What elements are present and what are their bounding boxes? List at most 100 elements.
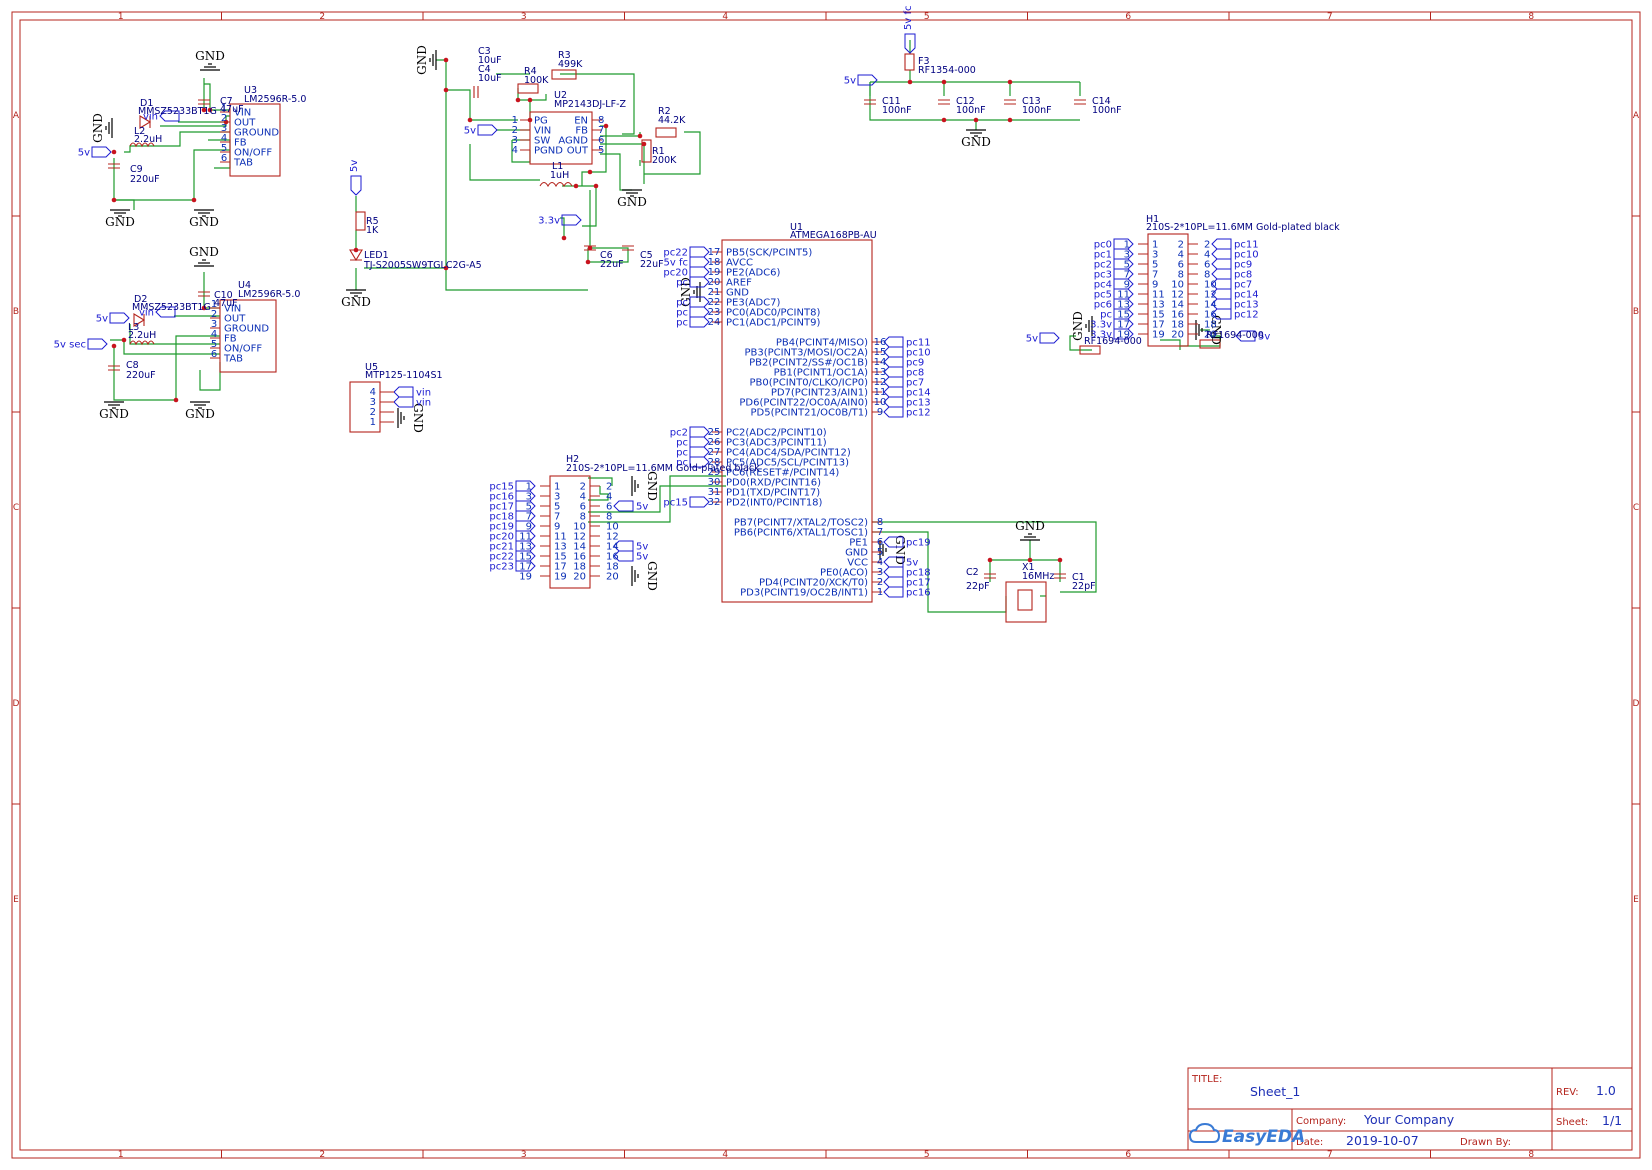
net-flag: pc14: [1211, 288, 1259, 301]
junction: [973, 117, 979, 123]
pin-number: 14: [573, 542, 586, 553]
pin-number: 2: [221, 113, 227, 124]
pin-number: 2: [370, 407, 376, 418]
net-label: pc10: [906, 348, 931, 359]
c2-plates: [984, 573, 996, 579]
junction: [603, 123, 609, 129]
net-flag: pc: [676, 306, 710, 319]
pin-number: 13: [519, 542, 532, 553]
gnd-label: GND: [185, 407, 215, 421]
pin-number: 24: [708, 317, 721, 328]
gnd-symbol: GND: [105, 209, 135, 229]
c5-val: 22uF: [640, 259, 664, 270]
junction: [593, 183, 599, 189]
pin-number: 1: [526, 482, 532, 493]
pin-number: 13: [1152, 300, 1165, 311]
net-label: 5v: [349, 160, 360, 172]
pin-number: 22: [708, 297, 721, 308]
pin-number: 4: [877, 557, 883, 568]
c4-ref: C4: [478, 64, 491, 75]
fuse-h1a-part: RF1694-000: [1084, 336, 1142, 347]
gnd-label: GND: [1209, 315, 1223, 345]
net-flag: 5v: [883, 556, 918, 569]
pin-number: 1: [370, 417, 376, 428]
net-flag: vin: [143, 110, 180, 123]
c1-val: 22pF: [1072, 581, 1096, 592]
pin-name: PB1(PCINT1/OC1A): [774, 368, 868, 379]
pin-name: PD5(PCINT21/OC0B/T1): [751, 408, 869, 419]
f3-ref: F3: [918, 56, 930, 67]
pin-name: PE1: [849, 538, 868, 549]
pin-number: 20: [606, 572, 619, 583]
pin-number: 26: [708, 437, 721, 448]
h2-body: [549, 475, 591, 589]
pin-number: 16: [606, 552, 619, 563]
u2-part: MP2143DJ-LF-Z: [554, 99, 626, 110]
pin-number: 18: [573, 562, 586, 573]
pin-name: PD1(TXD/PCINT17): [726, 488, 820, 499]
date-label: Date:: [1296, 1137, 1323, 1148]
pin-number: 29: [708, 467, 721, 478]
pin-number: 20: [1204, 330, 1217, 341]
gnd-label: GND: [1071, 311, 1085, 341]
c14-ref: C14: [1092, 96, 1111, 107]
pin-number: 1: [1124, 240, 1130, 251]
net-flag: pc10: [883, 346, 931, 359]
pin-number: 9: [1124, 280, 1130, 291]
net-label: pc: [676, 458, 688, 469]
pin-name: EN: [574, 116, 588, 127]
pin-number: 13: [874, 367, 887, 378]
row-label-left: D: [13, 699, 20, 709]
junction-dots: [111, 57, 1063, 563]
pin-name: PC2(ADC2/PCINT10): [726, 428, 827, 439]
c13-val: 100nF: [1022, 105, 1052, 116]
col-label-top: 3: [521, 12, 527, 22]
junction: [201, 305, 207, 311]
net-label: pc4: [1094, 280, 1112, 291]
junction: [173, 397, 179, 403]
net-flag: pc: [1100, 308, 1134, 321]
col-label-top: 1: [118, 12, 124, 22]
net-label: pc: [676, 298, 688, 309]
pin-number: 6: [1178, 260, 1184, 271]
pin-number: 6: [580, 502, 586, 513]
net-flag: pc19: [883, 536, 931, 549]
pin-number: 8: [1204, 270, 1210, 281]
c3-ref: C3: [478, 46, 491, 57]
junction: [1057, 557, 1063, 563]
net-label: pc17: [906, 578, 931, 589]
pin-name: GND: [845, 548, 868, 559]
c9-ref: C9: [130, 164, 143, 175]
sheet-title: Sheet_1: [1250, 1084, 1300, 1099]
net-label: pc20: [663, 268, 688, 279]
net-label: pc16: [906, 588, 931, 599]
net-label: pc3: [1094, 270, 1112, 281]
pin-number: 7: [554, 512, 560, 523]
pin-name: PD6(PCINT22/OC0A/AIN0): [739, 398, 868, 409]
pin-number: 18: [606, 562, 619, 573]
h1-part: 210S-2*10PL=11.6MM Gold-plated black: [1146, 222, 1340, 233]
net-flag: pc9: [883, 356, 924, 369]
pin-number: 1: [554, 482, 560, 493]
net-flag: pc22: [489, 550, 536, 563]
net-label: vin: [143, 112, 158, 123]
c13-plates: [1004, 99, 1016, 105]
c4-val: 10uF: [478, 73, 502, 84]
pin-number: 9: [526, 522, 532, 533]
f3-part: RF1354-000: [918, 65, 976, 76]
pin-number: 13: [1117, 300, 1130, 311]
c7-val: 47uF: [220, 104, 244, 115]
net-label: pc18: [489, 512, 514, 523]
c11-val: 100nF: [882, 105, 912, 116]
net-label: pc14: [1234, 290, 1259, 301]
junction: [907, 79, 913, 85]
u2-ref: U2: [554, 90, 567, 101]
u3-part: LM2596R-5.0: [244, 94, 306, 105]
pin-number: 11: [519, 532, 532, 543]
pin-number: 15: [1117, 310, 1130, 321]
pin-number: 20: [708, 277, 721, 288]
net-flag: pc20: [489, 530, 536, 543]
u1-body: [721, 239, 873, 603]
net-flag: pc: [676, 316, 710, 329]
